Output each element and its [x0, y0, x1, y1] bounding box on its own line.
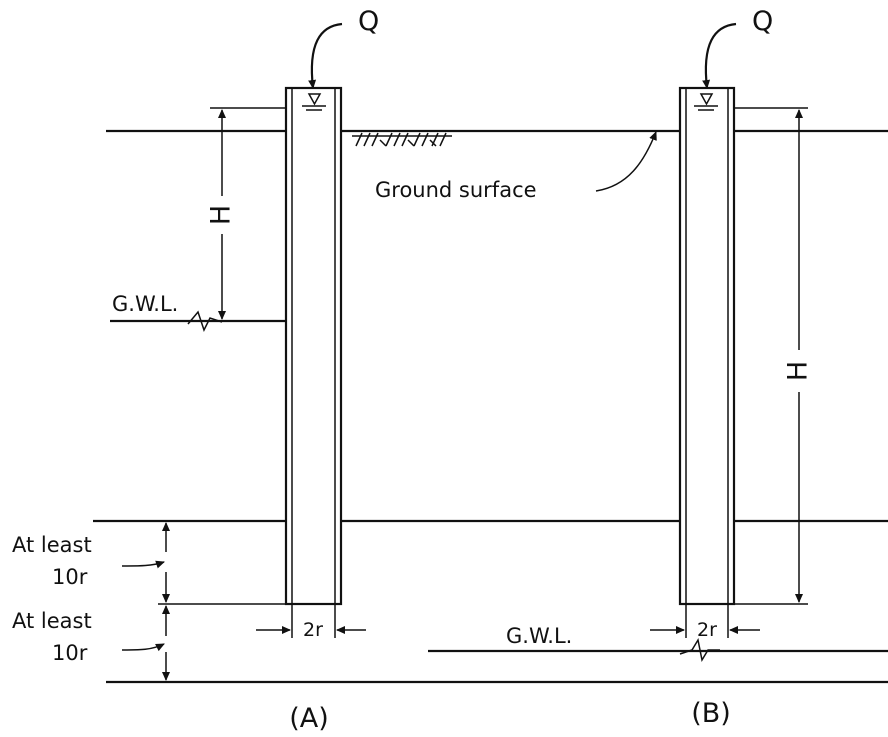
at-least-label-upper: At least [12, 533, 92, 557]
leader-10r-lower [121, 643, 165, 652]
casing-b [678, 86, 736, 606]
leader-10r-upper [121, 560, 165, 569]
ground-hatch-symbol [352, 132, 452, 147]
gwl-label-b: G.W.L. [506, 624, 572, 648]
ground-surface-label: Ground surface [375, 178, 537, 202]
inflow-arrow-a [308, 22, 343, 89]
inflow-label-b: Q [752, 6, 773, 37]
head-label-b: H [783, 361, 814, 381]
inflow-label-a: Q [358, 6, 379, 37]
casing-a [284, 86, 343, 606]
diameter-label-b: 2r [697, 619, 717, 641]
water-level-triangle-a [307, 93, 322, 106]
head-dimension-b [734, 107, 808, 605]
inflow-arrow-b [702, 22, 737, 89]
ground-surface-leader [595, 131, 657, 192]
ten-r-label-lower: 10r [52, 641, 88, 665]
head-label-a: H [206, 205, 237, 225]
ten-r-label-upper: 10r [52, 565, 88, 589]
at-least-label-lower: At least [12, 609, 92, 633]
diameter-dimension-b [650, 604, 760, 638]
panel-label-b: (B) [691, 698, 731, 729]
diameter-label-a: 2r [303, 619, 323, 641]
water-level-triangle-b [699, 93, 714, 106]
depth-dimension-upper [158, 522, 286, 605]
gwl-break-b [679, 637, 720, 663]
gwl-break-a [187, 310, 223, 332]
gwl-label-a: G.W.L. [112, 292, 178, 316]
head-dimension-a [210, 107, 286, 320]
panel-label-a: (A) [289, 703, 329, 734]
diameter-dimension-a [256, 604, 366, 638]
